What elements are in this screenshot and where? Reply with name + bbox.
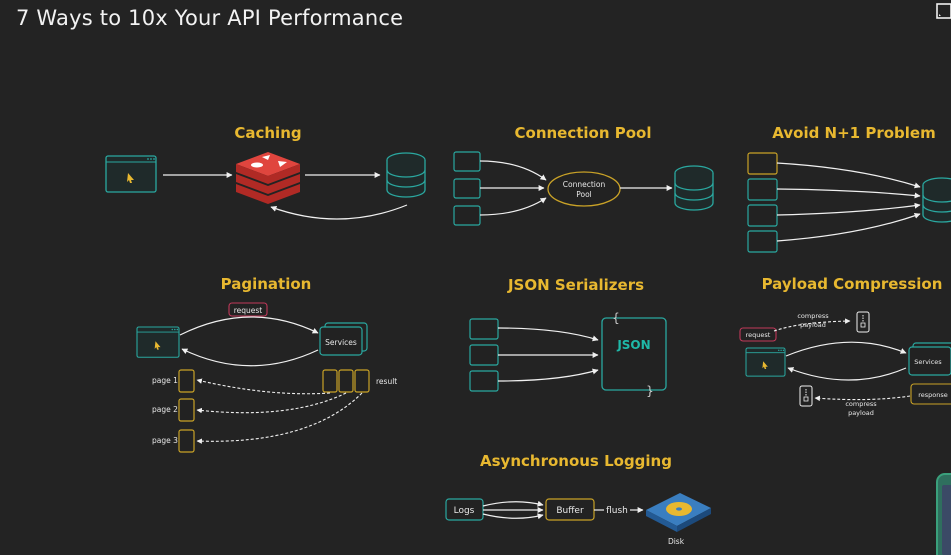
json-title: JSON Serializers — [507, 276, 644, 294]
client-browser-icon — [105, 155, 157, 193]
result-label: result — [376, 377, 397, 386]
result-page-box — [322, 369, 338, 393]
caching-title: Caching — [234, 124, 301, 142]
page-box — [178, 369, 195, 393]
brace-open: { — [612, 311, 620, 325]
page-label: page 1 — [152, 376, 178, 385]
query-box — [747, 230, 778, 253]
caching-database-icon — [386, 152, 426, 198]
query-box — [747, 178, 778, 201]
result-page-box — [338, 369, 354, 393]
services-box — [319, 326, 363, 356]
client-box — [453, 205, 481, 226]
client-browser-icon — [136, 326, 180, 358]
disk-icon — [646, 493, 711, 532]
connection-pool-title: Connection Pool — [515, 124, 652, 142]
pagination-title: Pagination — [221, 275, 312, 293]
compress-label: payload — [848, 409, 874, 417]
client-browser-icon — [745, 347, 786, 377]
compress-label: payload — [800, 321, 826, 329]
json-document — [601, 317, 667, 391]
logs-label: Logs — [454, 506, 475, 516]
disk-label: Disk — [668, 537, 685, 546]
json-section: JSON Serializers { JSON } — [469, 276, 667, 398]
object-box — [469, 344, 499, 366]
async-logging-section: Asynchronous Logging Logs Buffer flush D… — [445, 452, 711, 546]
connection-pool-node — [547, 171, 621, 207]
n-plus-1-database-icon — [922, 177, 951, 223]
page-box — [178, 429, 195, 453]
query-box — [747, 152, 778, 175]
buffer-label: Buffer — [556, 506, 584, 516]
pool-label: Connection — [563, 180, 606, 189]
response-label: response — [918, 391, 948, 399]
async-logging-title: Asynchronous Logging — [480, 452, 672, 470]
caching-section: Caching — [105, 124, 426, 220]
object-box — [469, 370, 499, 392]
connection-pool-section: Connection Pool Connection Pool — [453, 124, 714, 226]
n-plus-1-section: Avoid N+1 Problem — [747, 124, 951, 253]
redis-icon — [236, 152, 300, 204]
object-box — [469, 318, 499, 340]
query-box — [747, 204, 778, 227]
n-plus-1-title: Avoid N+1 Problem — [772, 124, 935, 142]
pool-label: Pool — [576, 190, 592, 199]
cast-icon[interactable] — [936, 2, 951, 26]
compress-label: compress — [797, 312, 829, 320]
zip-file-icon — [799, 385, 813, 407]
zip-file-icon — [856, 311, 870, 333]
json-label: JSON — [616, 338, 650, 352]
page-title: 7 Ways to 10x Your API Performance — [16, 6, 404, 30]
services-box — [908, 346, 951, 376]
compression-title: Payload Compression — [762, 275, 943, 293]
page-box — [178, 398, 195, 422]
request-label: request — [234, 306, 263, 315]
flush-label: flush — [606, 506, 628, 516]
services-label: Services — [914, 358, 942, 366]
request-label: request — [746, 331, 771, 339]
pool-database-icon — [674, 165, 714, 211]
request-tag — [739, 327, 777, 342]
client-box — [453, 151, 481, 172]
page-label: page 3 — [152, 436, 178, 445]
services-label: Services — [325, 338, 357, 347]
result-page-box — [354, 369, 370, 393]
request-tag — [228, 302, 268, 317]
pagination-section: Pagination request Services result page … — [136, 275, 397, 453]
device-edge-decoration — [936, 473, 951, 555]
page-label: page 2 — [152, 405, 178, 414]
compress-label: compress — [845, 400, 877, 408]
compression-section: Payload Compression request compress pay… — [739, 275, 951, 417]
response-tag — [910, 383, 951, 405]
brace-close: } — [646, 384, 654, 398]
client-box — [453, 178, 481, 199]
